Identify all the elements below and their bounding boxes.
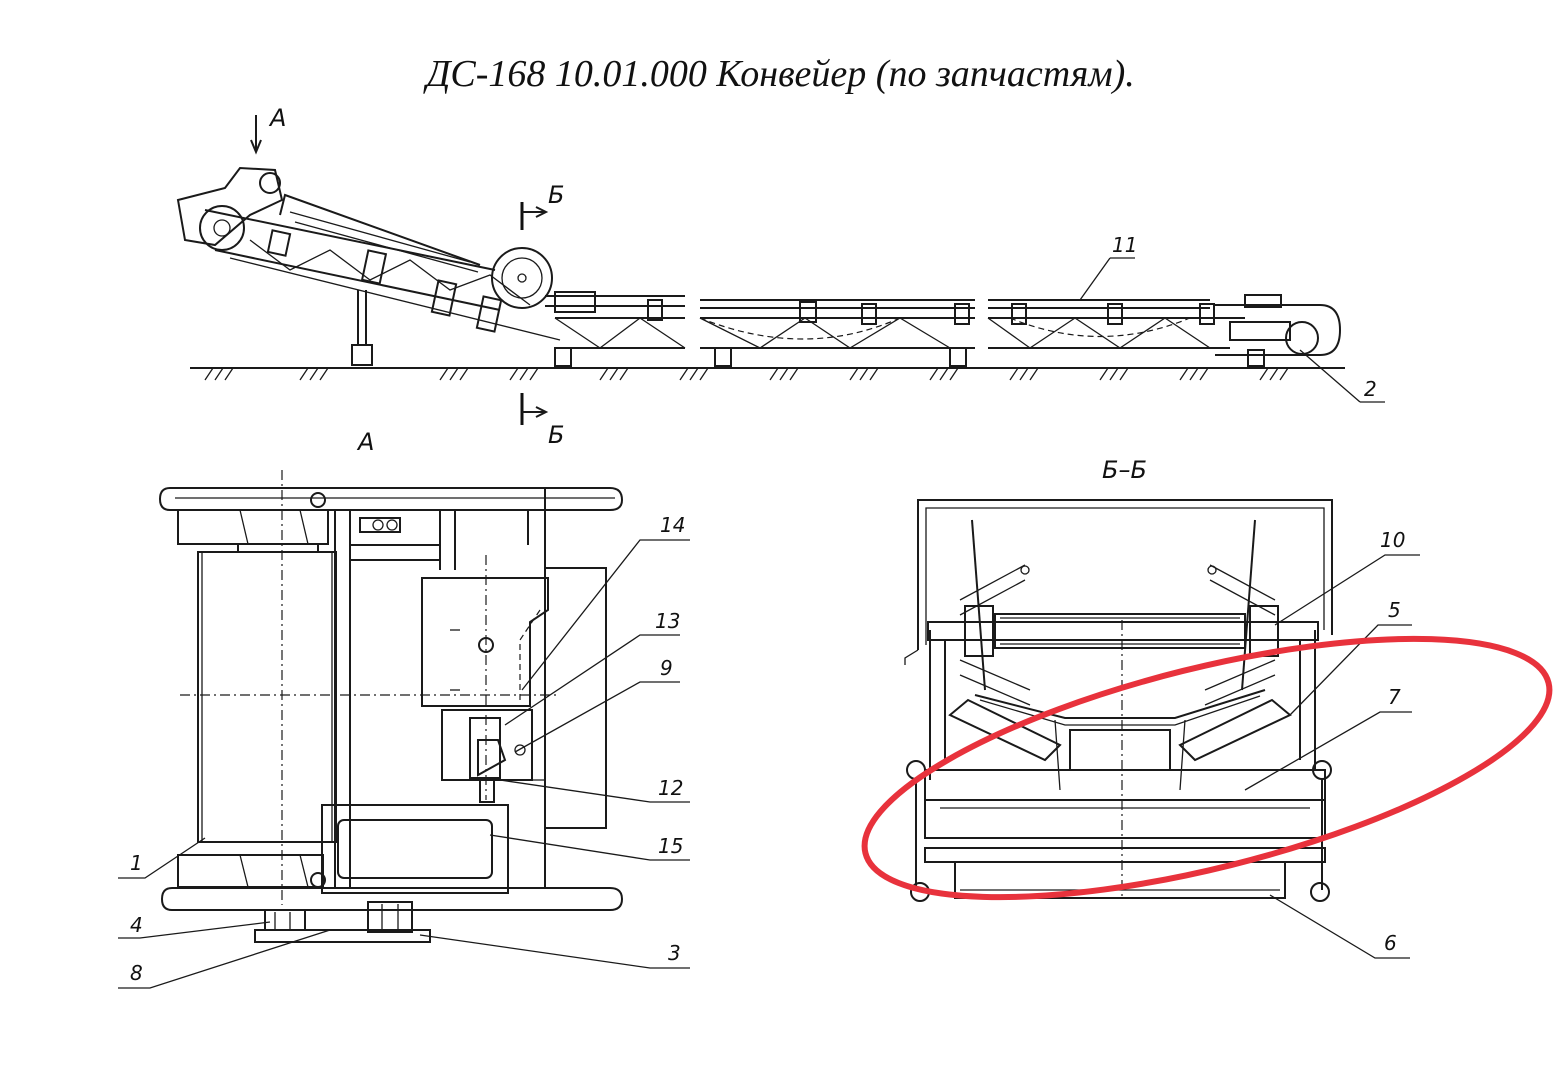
callout-14: 14 <box>660 513 685 537</box>
callout-13: 13 <box>655 609 680 633</box>
callout-6: 6 <box>1384 931 1397 955</box>
arrow-a-label: А <box>268 104 286 132</box>
callout-1: 1 <box>130 851 143 875</box>
section-b-bottom-label: Б <box>548 421 564 449</box>
callout-3: 3 <box>668 941 681 965</box>
page-title: ДС-168 10.01.000 Конвейер (по запчастям)… <box>426 53 1135 95</box>
section-bb-label: Б–Б <box>1102 456 1147 484</box>
callout-7: 7 <box>1388 685 1401 709</box>
callout-9: 9 <box>660 656 673 680</box>
callout-5: 5 <box>1388 598 1401 622</box>
callout-4: 4 <box>130 913 143 937</box>
view-a-label: А <box>356 428 374 456</box>
callout-2: 2 <box>1364 377 1377 401</box>
callout-10: 10 <box>1380 528 1405 552</box>
callout-11: 11 <box>1112 233 1137 257</box>
callout-15: 15 <box>658 834 683 858</box>
callout-8: 8 <box>130 961 143 985</box>
view-a: А <box>118 428 690 989</box>
highlight-ellipse <box>861 635 1553 901</box>
section-bb: Б–Б <box>861 456 1553 959</box>
section-b-top-label: Б <box>548 181 564 209</box>
side-view: А Б Б <box>176 104 1385 449</box>
callout-12: 12 <box>658 776 683 800</box>
